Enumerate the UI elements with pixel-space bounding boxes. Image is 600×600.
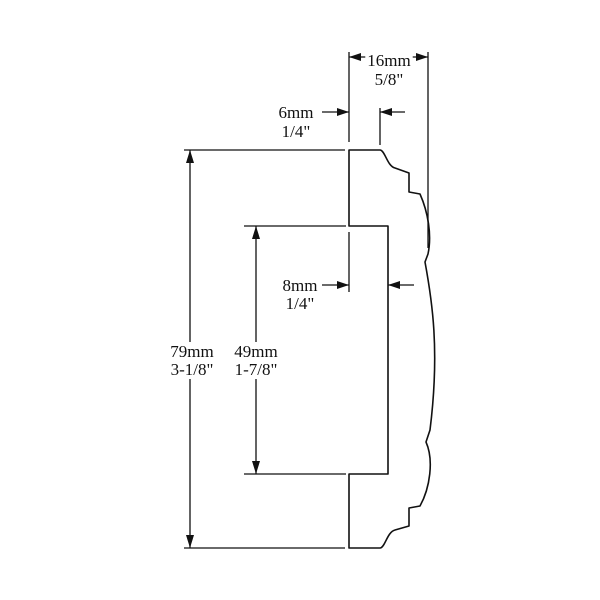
label-overall-depth-metric: 16mm — [367, 51, 410, 70]
arrowhead-rabbet-height-bottom — [252, 461, 260, 474]
arrowhead-overall-depth-right — [416, 53, 428, 61]
label-rabbet-depth-metric: 8mm — [283, 276, 318, 295]
label-backing — [279, 122, 313, 141]
label-overall-height-metric: 79mm — [170, 342, 213, 361]
arrowhead-overall-depth-left — [349, 53, 361, 61]
label-overall-height-imperial: 3-1/8" — [171, 360, 214, 379]
label-overall-depth-imperial: 5/8" — [375, 70, 404, 89]
label-lip-depth-imperial: 1/4" — [282, 122, 311, 141]
label-backing — [232, 342, 280, 361]
label-backing — [168, 360, 216, 379]
arrowhead-lip-depth-left — [337, 108, 349, 116]
arrowhead-rabbet-depth-left — [337, 281, 349, 289]
label-lip-depth-metric: 6mm — [279, 103, 314, 122]
label-rabbet-height-metric: 49mm — [234, 342, 277, 361]
arrowhead-rabbet-depth-right — [388, 281, 400, 289]
label-backing — [232, 360, 280, 379]
label-rabbet-height-imperial: 1-7/8" — [235, 360, 278, 379]
arrowhead-rabbet-height-top — [252, 226, 260, 239]
label-backing — [168, 342, 216, 361]
label-backing — [276, 103, 316, 122]
label-backing — [372, 70, 406, 89]
arrowhead-overall-height-bottom — [186, 535, 194, 548]
molding-profile-outline — [348, 149, 436, 549]
label-backing — [280, 276, 320, 295]
label-backing — [365, 51, 413, 70]
label-backing — [283, 294, 317, 313]
arrowhead-lip-depth-right — [380, 108, 392, 116]
label-rabbet-depth-imperial: 1/4" — [286, 294, 315, 313]
arrowhead-overall-height-top — [186, 150, 194, 163]
